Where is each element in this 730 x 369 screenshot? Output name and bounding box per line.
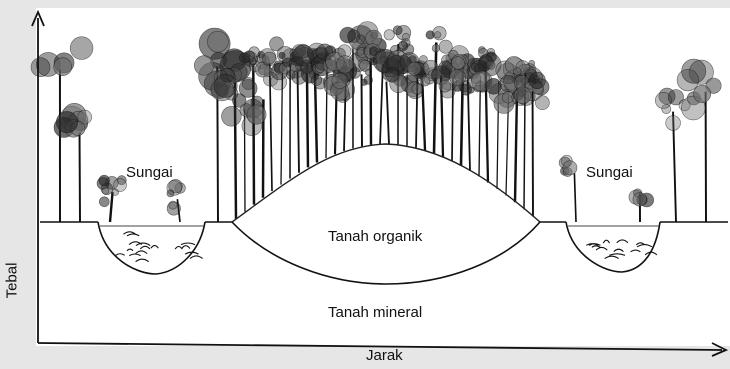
organic-soil-label: Tanah organik [328, 228, 422, 245]
x-axis-label: Jarak [366, 347, 403, 364]
y-axis-label: Tebal [3, 263, 20, 299]
river-label-left: Sungai [126, 164, 173, 181]
river-label-right: Sungai [586, 164, 633, 181]
mineral-soil-label: Tanah mineral [328, 304, 422, 321]
